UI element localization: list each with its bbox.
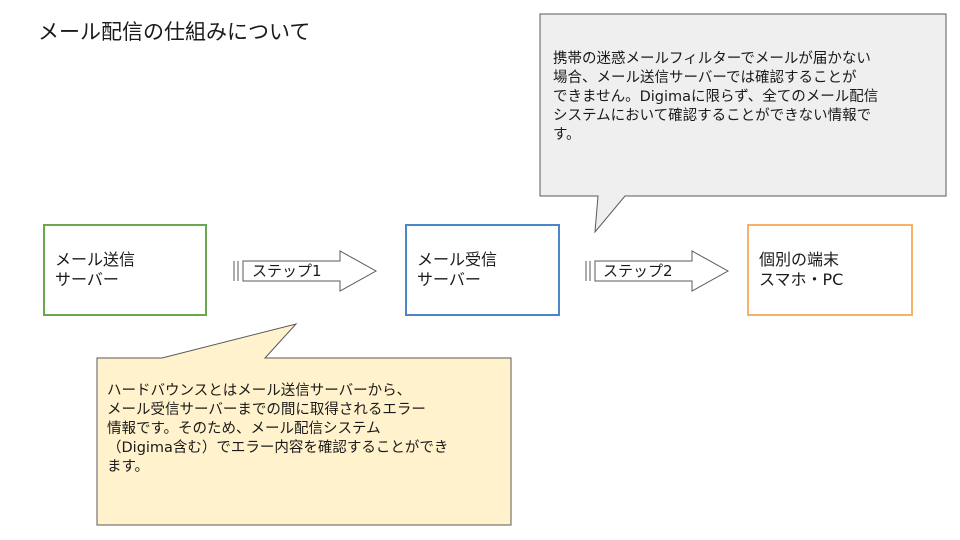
sender-server-box: メール送信 サーバー [43,224,207,316]
callout-line: できません。Digimaに限らず、全てのメール配信 [553,89,879,105]
box-label-line: サーバー [55,270,119,289]
box-label-line: メール送信 [55,250,136,269]
box-label-line: メール受信 [417,250,498,269]
device-box: 個別の端末 スマホ・PC [747,224,913,316]
callout-line: 情報です。そのため、メール配信システム [107,421,381,437]
top-callout-text: 携帯の迷惑メールフィルターでメールが届かない 場合、メール送信サーバーでは確認す… [553,50,878,145]
step1-arrow [233,250,378,292]
step2-arrow [585,250,730,292]
bottom-callout-shape [96,323,512,526]
step1-label: ステップ1 [252,262,322,280]
step2-label: ステップ2 [603,262,673,280]
box-label-line: スマホ・PC [759,270,844,289]
callout-line: 携帯の迷惑メールフィルターでメールが届かない [553,51,871,67]
callout-line: 場合、メール送信サーバーでは確認することが [553,70,857,86]
callout-line: （Digima含む）でエラー内容を確認することができ [107,440,449,456]
page-title: メール配信の仕組みについて [38,20,311,44]
callout-line: メール受信サーバーまでの間に取得されるエラー [107,402,426,418]
bottom-callout-text: ハードバウンスとはメール送信サーバーから、 メール受信サーバーまでの間に取得され… [107,382,448,477]
callout-line: す。 [553,127,581,143]
callout-line: システムにおいて確認することができない情報で [553,108,872,124]
callout-line: ます。 [107,459,150,475]
top-callout-shape [539,13,947,234]
receiver-server-box: メール受信 サーバー [405,224,560,316]
box-label-line: サーバー [417,270,481,289]
box-label-line: 個別の端末 [759,250,840,269]
callout-line: ハードバウンスとはメール送信サーバーから、 [107,383,412,399]
